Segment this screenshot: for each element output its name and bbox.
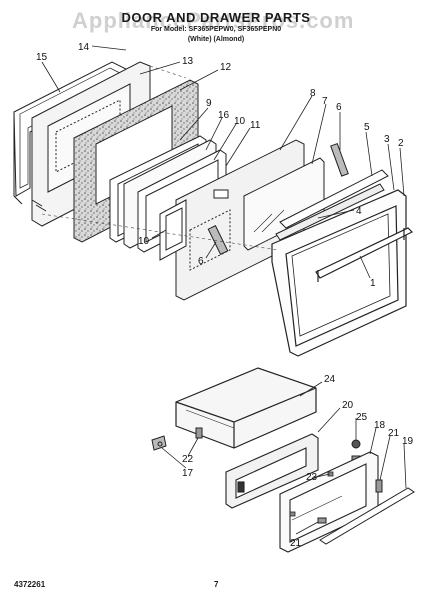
- document-part-number: 4372261: [14, 580, 46, 589]
- callout-9: 9: [206, 98, 212, 109]
- callout-7: 7: [322, 96, 328, 107]
- drawer-body-24: [175, 367, 317, 449]
- callout-21-upper: 21: [388, 428, 400, 439]
- drawer-clips-23: [289, 471, 334, 517]
- drawer-screw-21-upper: [375, 479, 383, 493]
- callout-10-lower: 10: [138, 236, 150, 247]
- callout-19: 19: [402, 436, 414, 447]
- outer-door-2: [271, 189, 407, 357]
- watermark: AppliancePartsPros.com: [72, 8, 355, 33]
- callout-15: 15: [36, 52, 48, 63]
- callout-11: 11: [250, 120, 261, 131]
- callout-14: 14: [78, 42, 90, 53]
- callout-3: 3: [384, 134, 390, 145]
- callout-labels: 14 15 13 12 8 9 16 10 11 7 6 5 3 2 4 10 …: [36, 42, 414, 549]
- page-title: DOOR AND DRAWER PARTS: [121, 10, 311, 25]
- door-hinge-6-right: [330, 142, 349, 177]
- drawer-trim-19: [319, 487, 415, 545]
- callout-10-upper: 10: [234, 116, 246, 127]
- drawer-front-20: [225, 433, 319, 509]
- alignment-lines: [41, 65, 279, 251]
- drawer-screw-22: [195, 427, 203, 439]
- leader-lines: [41, 45, 407, 535]
- callout-25: 25: [356, 412, 368, 423]
- callout-1: 1: [370, 278, 376, 289]
- window-frame-10-lower: [159, 199, 187, 261]
- callout-6-left: 6: [198, 256, 204, 267]
- model-subtitle: For Model: SF365PEPW0, SF365PEPN0: [150, 26, 282, 33]
- door-top-trim-5: [279, 169, 389, 229]
- callout-20: 20: [342, 400, 354, 411]
- drawer-panel-18: [279, 451, 379, 553]
- callout-5: 5: [364, 122, 370, 133]
- callout-2: 2: [398, 138, 404, 149]
- callout-12: 12: [220, 62, 232, 73]
- page-number: 7: [214, 580, 219, 589]
- callout-18: 18: [374, 420, 386, 431]
- callout-8: 8: [310, 88, 316, 99]
- callout-21-lower: 21: [290, 538, 302, 549]
- callout-23: 23: [306, 472, 318, 483]
- drawer-slide-17: [151, 435, 167, 451]
- callout-16: 16: [218, 110, 230, 121]
- color-variants: (White) (Almond): [187, 36, 245, 43]
- vent-trim-4: [275, 183, 385, 241]
- callout-22: 22: [182, 454, 194, 465]
- door-hinge-6-left: [207, 224, 229, 256]
- callout-17: 17: [182, 468, 194, 479]
- callout-24: 24: [324, 374, 336, 385]
- callout-4: 4: [356, 206, 362, 217]
- door-glass-3: [291, 213, 391, 337]
- callout-6-right: 6: [336, 102, 342, 113]
- door-handle-1: [315, 227, 414, 282]
- callout-13: 13: [182, 56, 194, 67]
- drawer-screw-21-lower: [317, 517, 327, 524]
